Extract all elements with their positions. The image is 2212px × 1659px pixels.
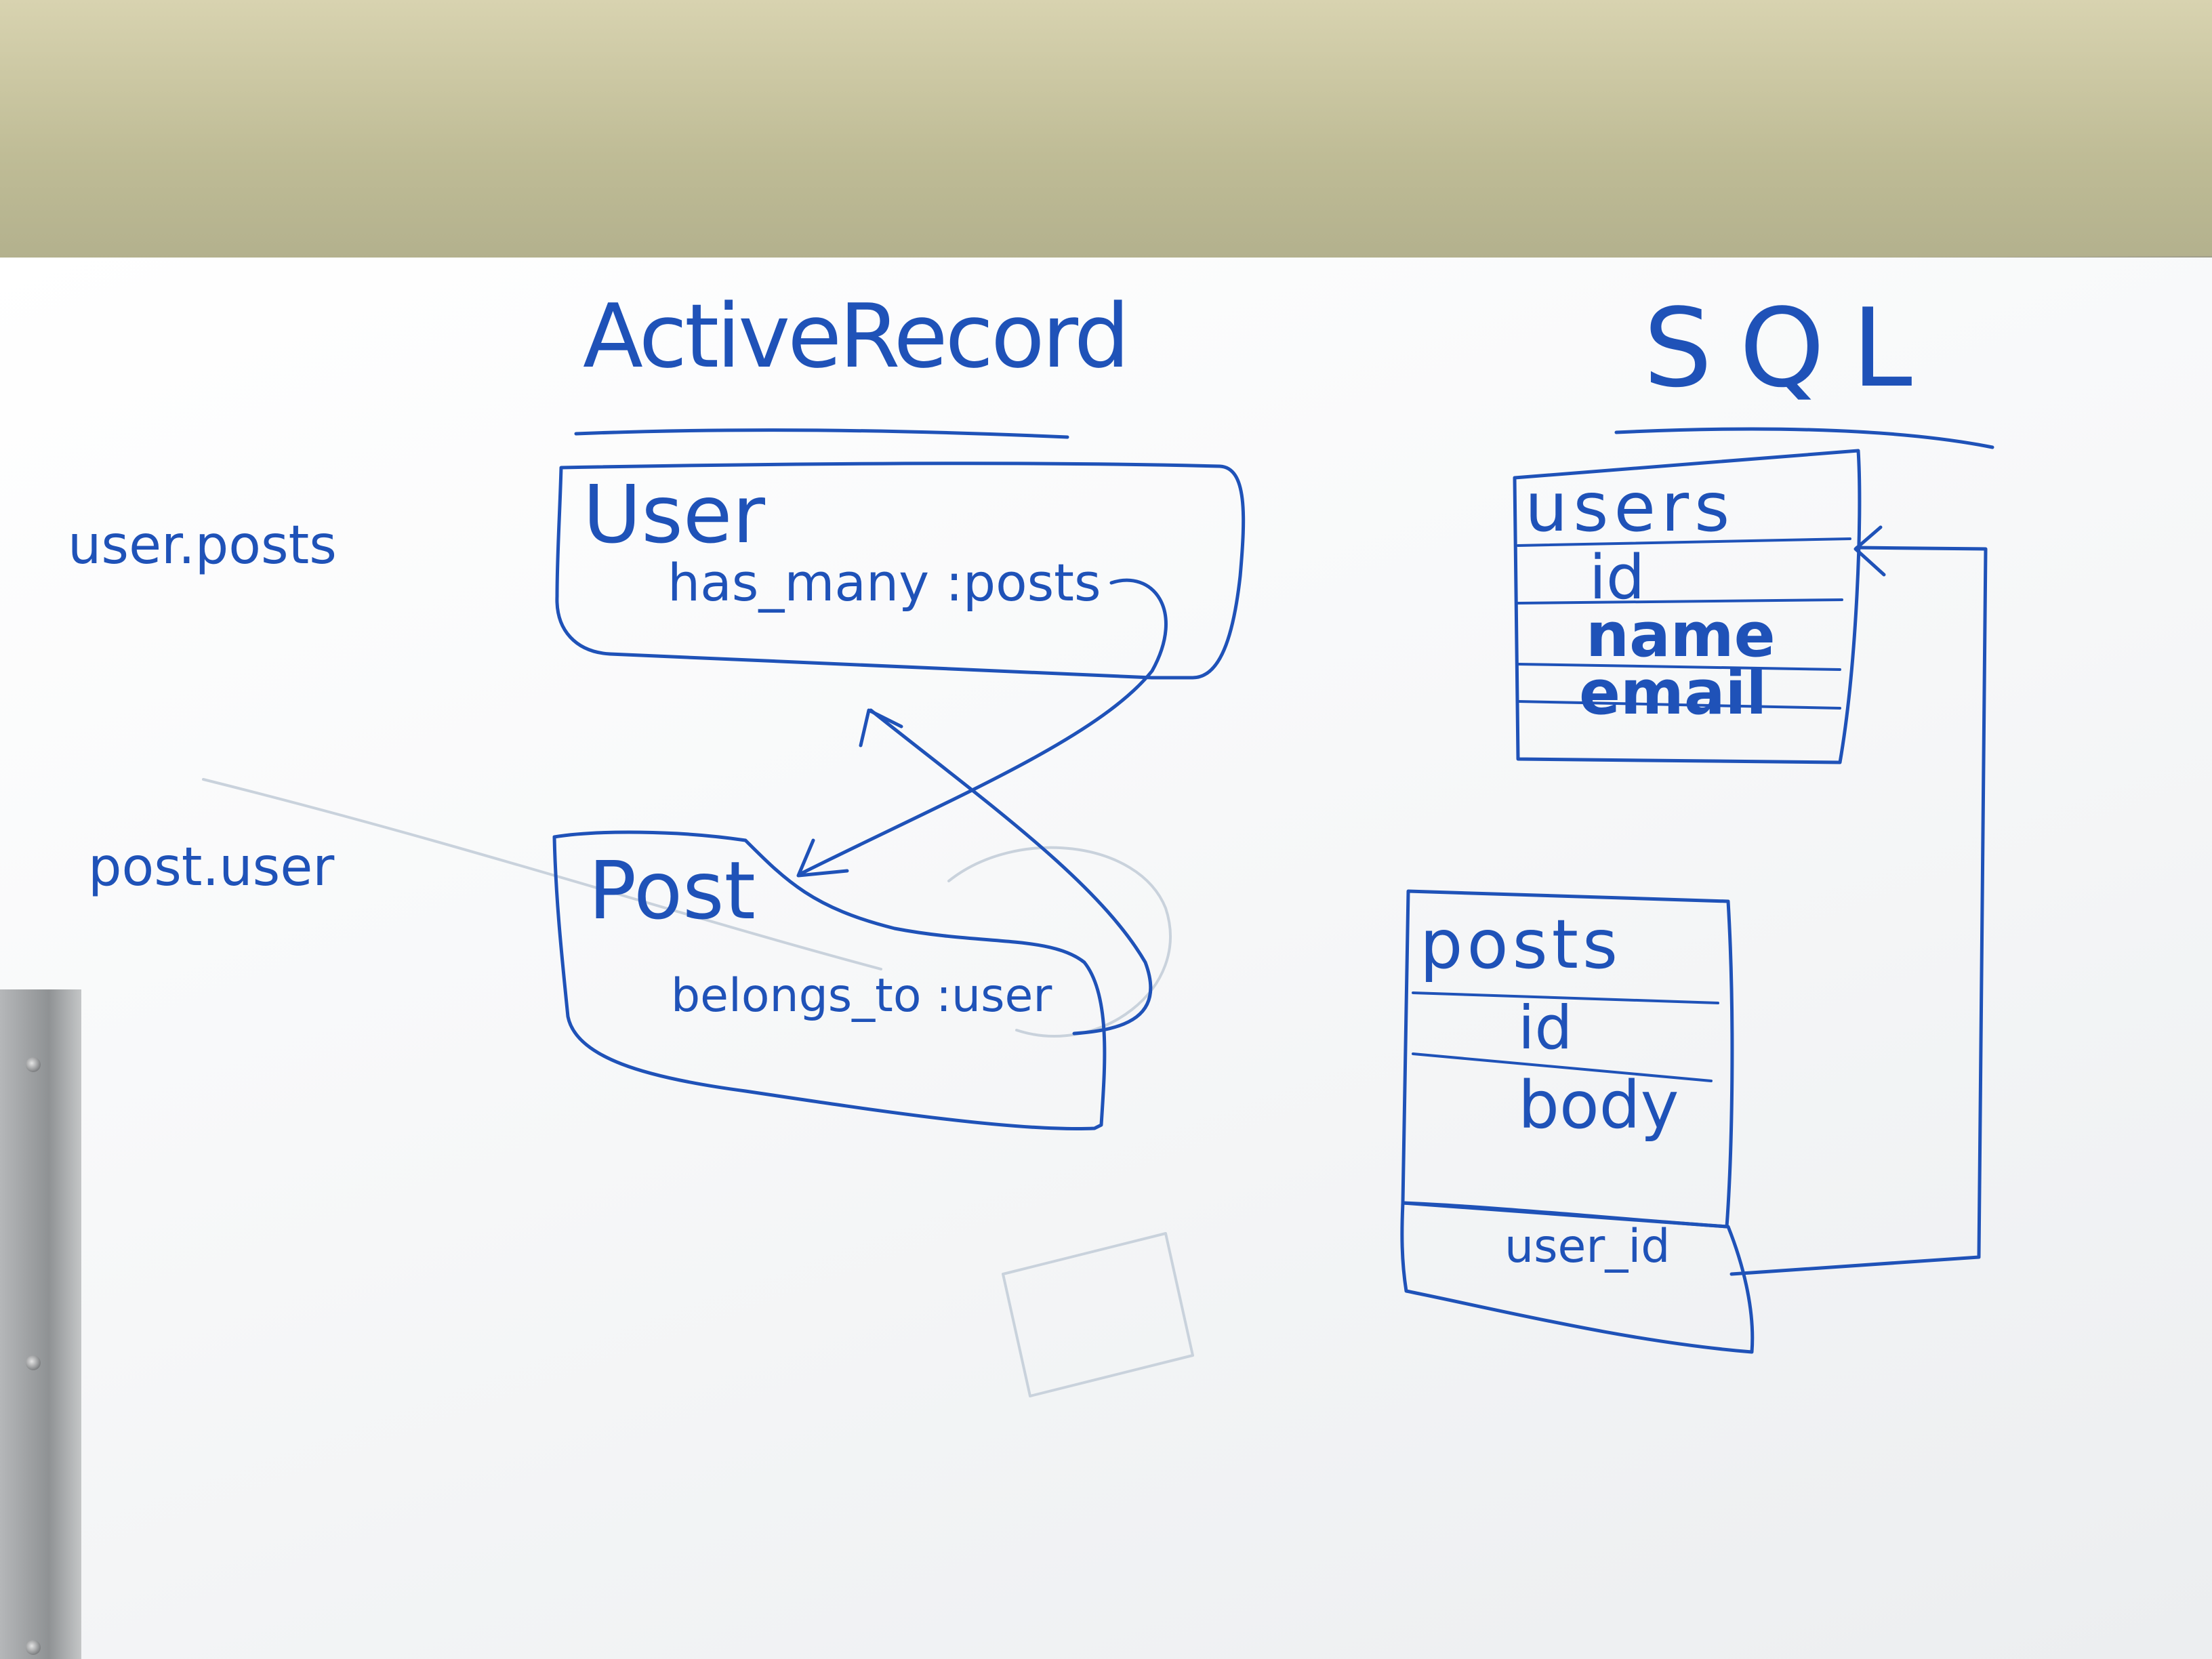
posts-table-row-divider [1412, 1052, 1713, 1082]
posts-table-outline [1401, 889, 1734, 1229]
users-table-name: users [1525, 468, 1736, 547]
users-table-column: id [1589, 542, 1645, 613]
erased-smudge [202, 778, 882, 970]
users-table-row-divider [1517, 537, 1851, 547]
foreign-key-arrow [1729, 546, 1988, 1276]
users-table-column: name [1586, 600, 1776, 671]
bolt-icon [26, 1057, 41, 1072]
wall-background [0, 0, 2212, 285]
sql-heading: SQL [1643, 285, 1940, 411]
arrowhead [796, 838, 849, 878]
activerecord-underline [574, 428, 1069, 439]
posts-table-column: id [1518, 993, 1573, 1063]
side-label-user-posts: user.posts [68, 515, 337, 576]
has-many-arrow [798, 578, 1168, 876]
posts-table-fk-outline [1400, 1201, 1755, 1354]
users-table-row-divider [1517, 700, 1841, 710]
users-table-outline [1513, 449, 1862, 764]
users-table-row-divider [1517, 663, 1841, 671]
posts-table-column: body [1518, 1067, 1679, 1143]
arrowhead [859, 708, 903, 747]
erased-smudge [1002, 1232, 1194, 1397]
side-label-post-user: post.user [88, 837, 335, 898]
user-model-name: User [583, 468, 765, 561]
post-model-association: belongs_to :user [671, 969, 1052, 1023]
posts-table-column: user_id [1504, 1220, 1671, 1273]
post-model-outline [552, 830, 1107, 1131]
user-model-association: has_many :posts [668, 552, 1101, 613]
bolt-icon [26, 1355, 41, 1370]
activerecord-heading: ActiveRecord [583, 285, 1130, 388]
belongs-to-arrow [869, 708, 1153, 1036]
users-table-row-divider [1517, 598, 1843, 605]
arrowhead [1853, 525, 1886, 577]
whiteboard [0, 258, 2212, 1659]
posts-table-name: posts [1420, 905, 1622, 984]
posts-table-row-divider [1412, 991, 1719, 1004]
users-table-column: email [1579, 657, 1767, 729]
bolt-icon [26, 1640, 41, 1655]
sql-underline [1614, 427, 1994, 449]
erased-smudge [947, 846, 1172, 1038]
post-model-name: Post [588, 844, 756, 937]
whiteboard-frame [0, 989, 81, 1659]
user-model-outline [555, 462, 1246, 680]
